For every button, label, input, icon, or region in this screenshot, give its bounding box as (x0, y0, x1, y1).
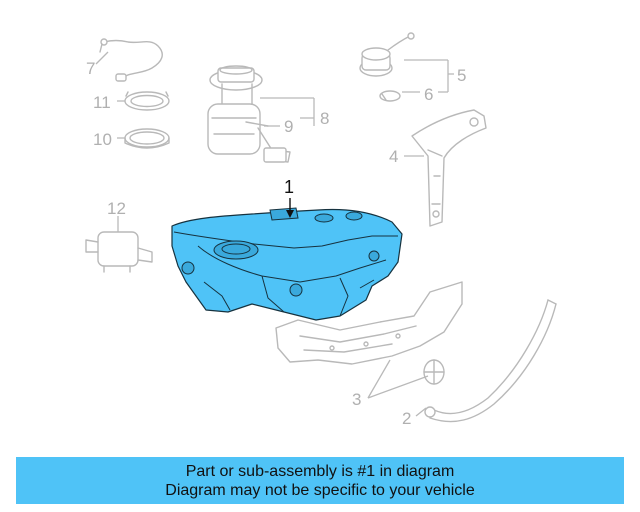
callout-10: 10 (93, 130, 112, 149)
part-2-tank-strap[interactable] (424, 299, 557, 423)
banner-line-2: Diagram may not be specific to your vehi… (165, 481, 475, 499)
banner-line-1: Part or sub-assembly is #1 in diagram (185, 462, 455, 480)
part-12-fuel-filter[interactable] (85, 231, 153, 273)
parts-diagram: 7 11 10 9 8 (85, 32, 557, 428)
part-4-filler-neck-shield[interactable] (411, 109, 487, 227)
callout-6: 6 (424, 85, 433, 104)
part-7-sensor-wire[interactable] (99, 38, 163, 82)
callout-8: 8 (320, 109, 329, 128)
part-9-pump-strainer[interactable] (245, 121, 269, 127)
part-1-fuel-tank[interactable] (171, 207, 403, 321)
part-10-lock-ring[interactable] (124, 128, 170, 149)
callout-4: 4 (389, 147, 398, 166)
callout-11: 11 (93, 93, 111, 112)
callout-9: 9 (284, 117, 293, 136)
part-11-seal-ring[interactable] (124, 91, 170, 111)
callout-1: 1 (284, 177, 294, 197)
callout-3: 3 (352, 390, 361, 409)
callout-2: 2 (402, 409, 411, 428)
part-3-heat-shields[interactable] (275, 281, 463, 385)
part-8-fuel-pump-module[interactable] (207, 65, 291, 163)
info-banner: Part or sub-assembly is #1 in diagram Di… (16, 457, 624, 504)
part-5-filler-cap[interactable] (359, 32, 415, 77)
callout-12: 12 (107, 199, 126, 218)
callout-7: 7 (86, 59, 95, 78)
part-6-filler-seal[interactable] (379, 90, 401, 102)
callout-5: 5 (457, 66, 466, 85)
